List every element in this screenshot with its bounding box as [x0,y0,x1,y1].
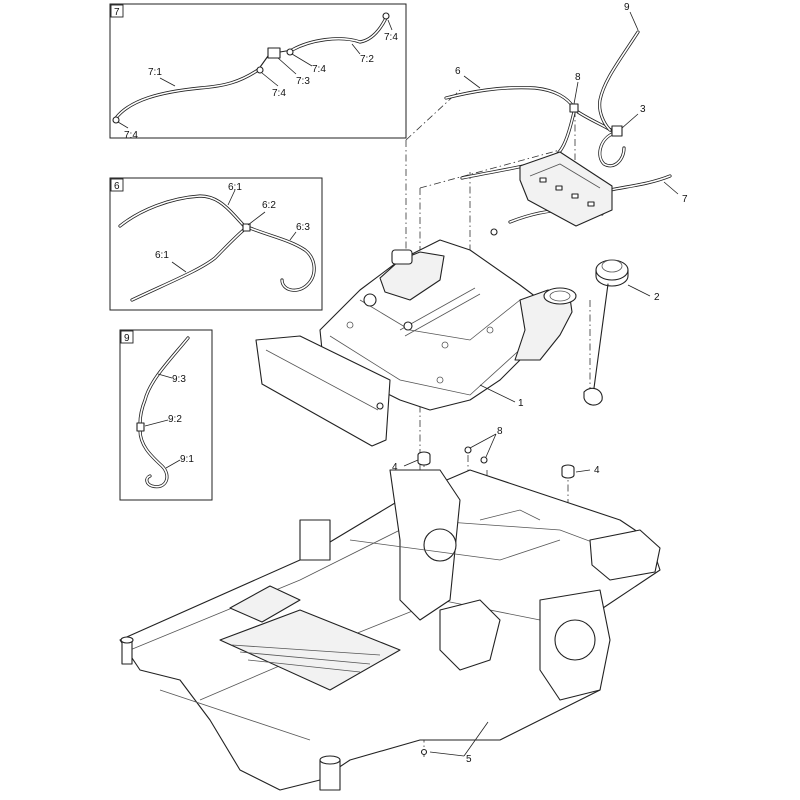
connector-9-2 [136,422,145,432]
label-9-1: 9:1 [180,454,194,465]
clamp-7-4 [112,116,120,124]
cap-tether [593,283,609,389]
clamp-3 [611,125,623,137]
step-plate-left [229,585,301,623]
clamp-small [490,228,498,236]
callout-9: 9 [624,2,630,13]
inset-6-id: 6 [114,181,120,192]
callout-3: 3 [640,104,646,115]
label-6-1: 6:1 [228,182,242,193]
callout-8: 8 [497,426,503,437]
callout-numbers: 1 2 3 4 4 5 6 7 8 8 9 [392,2,688,765]
callout-4: 4 [392,462,398,473]
clamp-7-4 [382,12,390,20]
label-7-4: 7:4 [272,88,286,99]
label-6-1: 6:1 [155,250,169,261]
control-bracket [439,599,501,671]
inset-9-badge [120,330,134,344]
label-9-2: 9:2 [168,414,182,425]
inset-7: 7 7:1 7:2 7:3 7:4 7:4 7:4 7:4 [109,3,407,141]
label-9-3: 9:3 [172,374,186,385]
tank-bracket [519,151,613,227]
connector-6-2 [242,223,251,232]
cover-panel [255,335,391,447]
clamp-7-4 [256,66,264,74]
inset-6-badge [110,178,124,192]
label-6-2: 6:2 [262,200,276,211]
callout-8: 8 [575,72,581,83]
callout-2: 2 [654,292,660,303]
fitting-8-upper [569,103,579,113]
caster-left [121,639,133,665]
tee-fitting-7-3 [267,47,281,59]
hose-6 [444,86,576,110]
label-6-3: 6:3 [296,222,310,233]
inset-7-badge [110,4,124,18]
label-7-4: 7:4 [124,130,138,141]
callout-leaders [403,11,679,757]
nut-8 [480,456,488,464]
callout-7: 7 [682,194,688,205]
right-mount-block [589,529,661,581]
fuel-cap [583,259,629,406]
fuel-tank [319,239,577,411]
inset-9-id: 9 [124,333,130,344]
inset-6: 6 6:1 6:2 6:3 6:1 [109,177,323,311]
label-7-1: 7:1 [148,67,162,78]
hose-9 [598,30,640,132]
callout-4: 4 [594,465,600,476]
label-7-4: 7:4 [384,32,398,43]
chassis-frame [119,469,661,791]
fastener-5 [420,748,428,756]
callout-1: 1 [518,398,524,409]
callout-5: 5 [466,754,472,765]
label-7-4: 7:4 [312,64,326,75]
tether-ring [583,387,603,406]
inset-9: 9 9:3 9:2 9:1 [119,329,213,501]
frame-outline [119,469,661,791]
callout-6: 6 [455,66,461,77]
nut-8 [464,446,472,454]
label-7-3: 7:3 [296,76,310,87]
inset-7-id: 7 [114,7,120,18]
label-7-2: 7:2 [360,54,374,65]
clamp-7-4 [286,48,294,56]
